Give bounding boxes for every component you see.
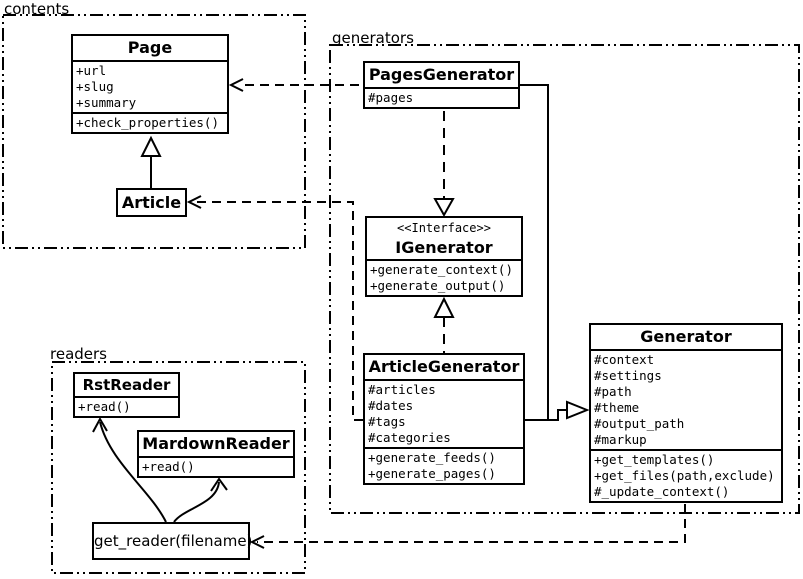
node-get-reader: get_reader(filename) (92, 522, 252, 560)
dependency-articlegenerator-article-arrowhead (186, 195, 202, 209)
package-label-readers: readers (50, 345, 107, 363)
class-mardownreader: MardownReader +read() (137, 430, 295, 478)
package-label-contents: contents (4, 0, 70, 18)
arrow-getreader-rstreader-curve (99, 421, 167, 523)
method: +generate_context() (370, 262, 513, 277)
class-rstreader-methods: +read() (75, 396, 178, 416)
class-igenerator-title: IGenerator (395, 238, 493, 257)
arrow-getreader-mardownreader-curve (173, 481, 220, 523)
attribute: #markup (594, 432, 647, 447)
method: #_update_context() (594, 484, 730, 499)
dependency-generator-getreader-arrowhead (249, 535, 265, 549)
attribute: #articles (368, 382, 436, 397)
class-pagesgenerator-title: PagesGenerator (368, 65, 515, 84)
attribute: #categories (368, 430, 451, 445)
attribute: #output_path (594, 416, 685, 431)
attribute: +summary (76, 95, 137, 110)
package-readers-border (51, 361, 306, 574)
class-articlegenerator: ArticleGenerator #articles #dates #tags … (363, 353, 525, 485)
class-igenerator-methods: +generate_context() +generate_output() (367, 259, 521, 295)
method: +get_files(path,exclude) (594, 468, 775, 483)
attribute: #pages (368, 90, 414, 105)
class-rstreader: RstReader +read() (73, 372, 180, 418)
attribute: #dates (368, 398, 414, 413)
class-mardownreader-methods: +read() (139, 456, 293, 476)
class-generator-methods: +get_templates() +get_files(path,exclude… (591, 449, 781, 501)
class-igenerator: <<Interface>> IGenerator +generate_conte… (365, 216, 523, 297)
attribute: #tags (368, 414, 406, 429)
dependency-generator-getreader-line (257, 504, 686, 543)
attribute: #settings (594, 368, 662, 383)
class-page: Page +url +slug +summary +check_properti… (71, 34, 229, 134)
class-rstreader-title: RstReader (82, 376, 171, 394)
class-igenerator-stereotype: <<Interface>> (397, 221, 491, 235)
realization-pagesgenerator-igenerator-triangle (433, 198, 455, 218)
dependency-pagesgenerator-page-arrowhead (228, 78, 244, 92)
method: +check_properties() (76, 115, 219, 130)
class-generator-attributes: #context #settings #path #theme #output_… (591, 349, 781, 449)
generalization-article-page-triangle (140, 135, 162, 157)
package-contents-border (2, 14, 306, 249)
class-page-title: Page (127, 38, 173, 57)
arrow-getreader-mardownreader-arrowhead (210, 477, 228, 492)
class-mardownreader-title: MardownReader (142, 434, 290, 453)
realization-articlegenerator-igenerator-triangle (433, 296, 455, 318)
class-pagesgenerator: PagesGenerator #pages (363, 61, 520, 109)
attribute: #path (594, 384, 632, 399)
method: +get_templates() (594, 452, 715, 467)
class-article-title: Article (121, 193, 182, 212)
class-articlegenerator-attributes: #articles #dates #tags #categories (365, 379, 523, 447)
method: +generate_pages() (368, 466, 496, 481)
method: +read() (78, 399, 131, 414)
package-generators-border (329, 44, 800, 514)
generalization-generator-triangle (566, 400, 590, 420)
generalization-articlegenerator-generator-line (525, 409, 567, 421)
attribute: #context (594, 352, 655, 367)
attribute: #theme (594, 400, 640, 415)
class-page-attributes: +url +slug +summary (73, 60, 227, 112)
arrow-getreader-rstreader-arrowhead (92, 416, 108, 433)
method: +generate_feeds() (368, 450, 496, 465)
package-label-generators: generators (332, 29, 414, 47)
generalization-pagesgenerator-generator-line (520, 84, 549, 420)
attribute: +url (76, 63, 107, 78)
dependency-articlegenerator-article-line (195, 201, 363, 421)
class-articlegenerator-methods: +generate_feeds() +generate_pages() (365, 447, 523, 483)
class-page-methods: +check_properties() (73, 112, 227, 132)
method: +generate_output() (370, 278, 506, 293)
class-generator: Generator #context #settings #path #them… (589, 323, 783, 503)
attribute: +slug (76, 79, 114, 94)
class-pagesgenerator-attributes: #pages (365, 87, 518, 107)
class-articlegenerator-title: ArticleGenerator (368, 357, 520, 376)
class-article: Article (116, 188, 187, 217)
method: +read() (142, 459, 195, 474)
class-generator-title: Generator (640, 327, 732, 346)
